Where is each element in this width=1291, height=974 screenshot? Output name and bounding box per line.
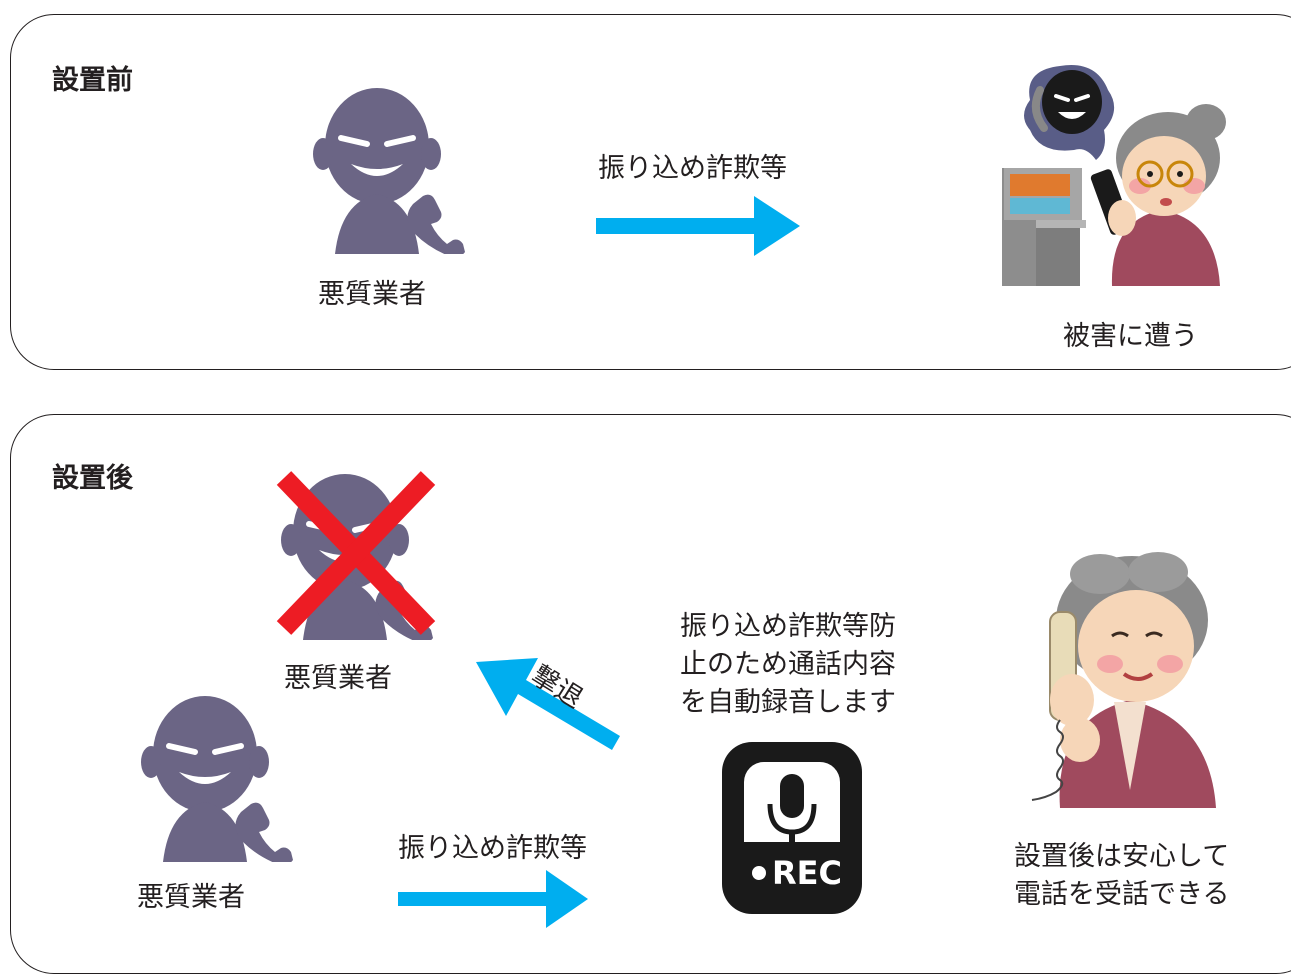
scammer-icon [300, 84, 470, 254]
scammer-label: 悪質業者 [137, 882, 245, 913]
rec-text: REC [772, 854, 842, 892]
recorder-description-line: を自動録音します [680, 687, 896, 718]
scammer-label: 悪質業者 [318, 279, 426, 310]
rec-dot-icon [752, 866, 766, 880]
arrow-right-icon [596, 196, 800, 256]
arrow-right-icon [398, 870, 588, 928]
safe-description-line: 設置後は安心して [1014, 841, 1230, 872]
panel-before-title: 設置前 [52, 65, 133, 96]
blocked-scammer-label: 悪質業者 [284, 663, 392, 694]
panel-after-title: 設置後 [52, 463, 133, 494]
scammer-icon [128, 692, 298, 862]
safe-description: 設置後は安心して 電話を受話できる [1014, 838, 1229, 914]
repel-arrow-icon [476, 658, 620, 750]
victim-label: 被害に遭う [1063, 321, 1198, 352]
recorder-description-line: 振り込め詐欺等防 [680, 611, 896, 642]
elderly-woman-phone-illustration [1031, 552, 1216, 808]
cross-icon [276, 471, 436, 635]
arrow-label: 振り込め詐欺等 [398, 833, 587, 864]
arrow-label: 振り込め詐欺等 [598, 153, 787, 184]
atm-screen-icon [1010, 174, 1070, 196]
recorder-description-line: 止のため通話内容 [680, 649, 896, 680]
rec-label: REC [752, 856, 852, 890]
recorder-description: 振り込め詐欺等防 止のため通話内容 を自動録音します [680, 608, 896, 722]
atm-victim-illustration [1002, 65, 1226, 286]
safe-description-line: 電話を受話できる [1014, 879, 1230, 910]
